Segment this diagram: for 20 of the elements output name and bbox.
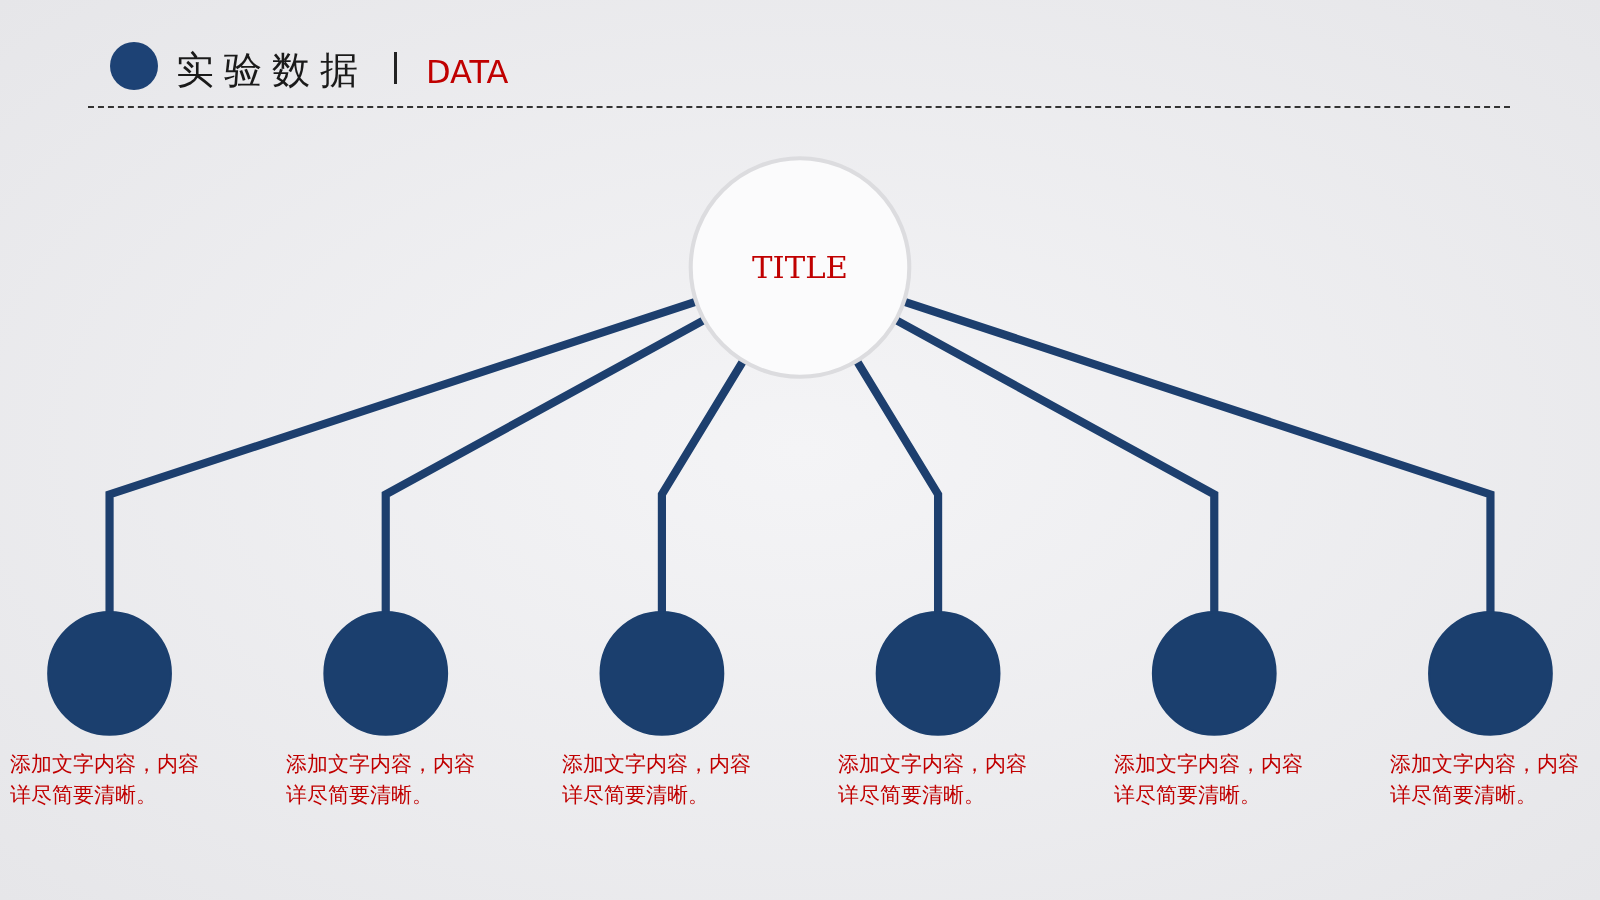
caption-text: 添加文字内容，内容详尽简要清晰。 [561,750,752,809]
caption-text: 添加文字内容，内容详尽简要清晰。 [9,750,200,809]
subtitle-text: DATA [426,52,509,93]
caption-text: 添加文字内容，内容详尽简要清晰。 [285,750,476,809]
connector-line [853,358,943,613]
node-circle [47,611,172,736]
node-circle [875,611,1001,736]
connector-line [893,316,1219,613]
caption-text: 添加文字内容，内容详尽简要清晰。 [1114,750,1305,809]
node-circle [1151,611,1277,736]
connector-line [105,297,698,613]
node-circle [323,611,449,736]
caption-text: 添加文字内容，内容详尽简要清晰。 [838,750,1029,809]
slide-title: 实验数据 [176,47,368,94]
caption-text: 添加文字内容，内容详尽简要清晰。 [1390,750,1581,809]
connector-line [381,316,707,613]
node-circle [1428,611,1553,736]
hub-circle: TITLE [688,156,912,379]
connector-line [657,358,747,613]
node-circle [599,611,725,736]
